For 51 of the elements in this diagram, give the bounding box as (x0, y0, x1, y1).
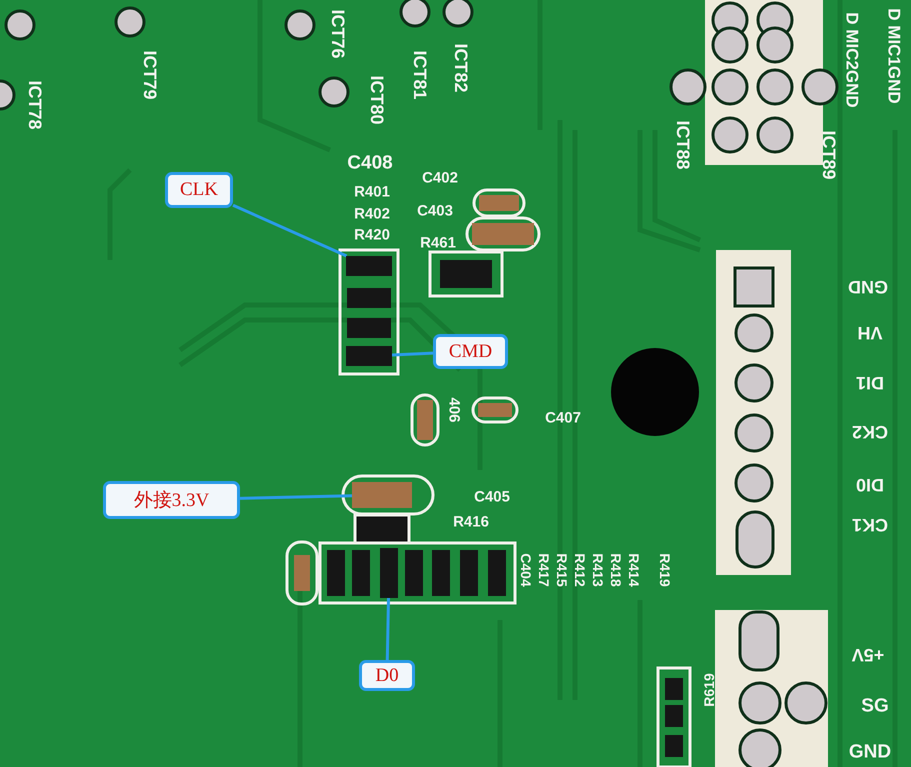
resistor (346, 256, 392, 276)
leader-line (392, 352, 434, 356)
leader-line (232, 204, 348, 258)
leader-line (240, 494, 352, 500)
silkscreen-label: ICT80 (368, 75, 386, 125)
silkscreen-label: ICT88 (674, 120, 692, 170)
silkscreen-label: R413 (591, 553, 605, 587)
silkscreen-label: R420 (354, 228, 390, 242)
resistor (346, 346, 392, 366)
silkscreen-label: R461 (420, 236, 456, 250)
silkscreen-label: VH (858, 324, 882, 342)
silkscreen-label: ICT78 (26, 80, 44, 130)
callout-label: 外接3.3V (103, 481, 240, 519)
silkscreen-label: ICT89 (820, 130, 838, 180)
silkscreen-label: R418 (609, 553, 623, 587)
silkscreen-label: SG (861, 696, 889, 716)
leader-line (386, 598, 390, 660)
silkscreen-label: C405 (474, 490, 510, 504)
silkscreen-label: R417 (537, 553, 551, 587)
silkscreen-label: R412 (573, 553, 587, 587)
silkscreen-label: R419 (658, 553, 672, 587)
silkscreen-label: C403 (417, 204, 453, 218)
silkscreen-label: CK2 (852, 423, 888, 441)
silkscreen-label: ICT76 (329, 9, 347, 59)
silkscreen-label: D MIC1GND (886, 8, 902, 104)
silkscreen-label: R619 (702, 673, 716, 707)
callout-label: D0 (359, 660, 415, 691)
silkscreen-label: ICT81 (411, 50, 429, 100)
silkscreen-label: DI1 (856, 374, 884, 392)
silkscreen-label: CK1 (852, 516, 888, 534)
resistor (380, 548, 398, 598)
silkscreen-label: C407 (545, 410, 581, 426)
silkscreen-label: R402 (354, 206, 390, 222)
silkscreen-label: R414 (627, 553, 641, 587)
silkscreen-label: ICT82 (452, 43, 470, 93)
silkscreen-label: GND (848, 278, 888, 296)
silkscreen-label: 406 (446, 397, 462, 423)
silkscreen-label: +5V (852, 646, 884, 664)
silkscreen-label: C408 (347, 154, 393, 172)
silkscreen-label: C404 (519, 553, 533, 587)
silkscreen-label: D MIC2GND (844, 12, 860, 108)
silkscreen-label: ICT79 (141, 50, 159, 100)
capacitor (352, 482, 412, 508)
silkscreen-label: R401 (354, 184, 390, 200)
callout-label: CLK (165, 172, 233, 208)
silkscreen-label: GND (848, 742, 892, 762)
silkscreen-label: C402 (422, 170, 458, 186)
silkscreen-label: R416 (453, 514, 489, 530)
callout-label: CMD (433, 334, 508, 369)
silkscreen-label: DI0 (856, 476, 884, 494)
silkscreen-label: R415 (555, 553, 569, 587)
